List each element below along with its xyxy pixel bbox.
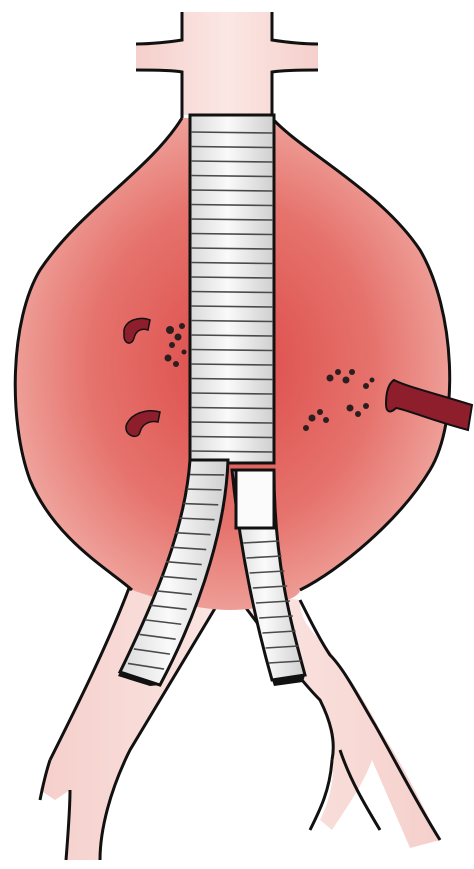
stent-ring — [191, 176, 273, 177]
stent-ring — [191, 147, 273, 148]
stent-ring — [191, 248, 273, 249]
stent-graft-main-body — [190, 115, 274, 463]
stent-ring — [191, 306, 273, 307]
stent-ring — [191, 219, 273, 220]
stent-ring — [191, 132, 273, 133]
stent-ring — [191, 161, 273, 162]
aorta-neck — [136, 12, 318, 118]
iliac-arteries — [40, 580, 440, 860]
stent-ring — [191, 263, 273, 264]
stent-ring — [191, 422, 273, 423]
stent-ring — [191, 350, 273, 351]
stent-ring — [191, 205, 273, 206]
stent-ring — [191, 408, 273, 409]
stent-ring — [191, 437, 273, 438]
stent-ring — [191, 335, 273, 336]
stent-ring — [191, 234, 273, 235]
stent-ring — [191, 190, 273, 191]
stent-ring — [191, 393, 273, 394]
stent-ring — [191, 364, 273, 365]
stent-ring — [191, 379, 273, 380]
stent-ring — [191, 451, 273, 452]
stent-ring — [191, 321, 273, 322]
stent-ring — [191, 277, 273, 278]
stent-ring — [187, 489, 222, 490]
stent-ring — [191, 292, 273, 293]
